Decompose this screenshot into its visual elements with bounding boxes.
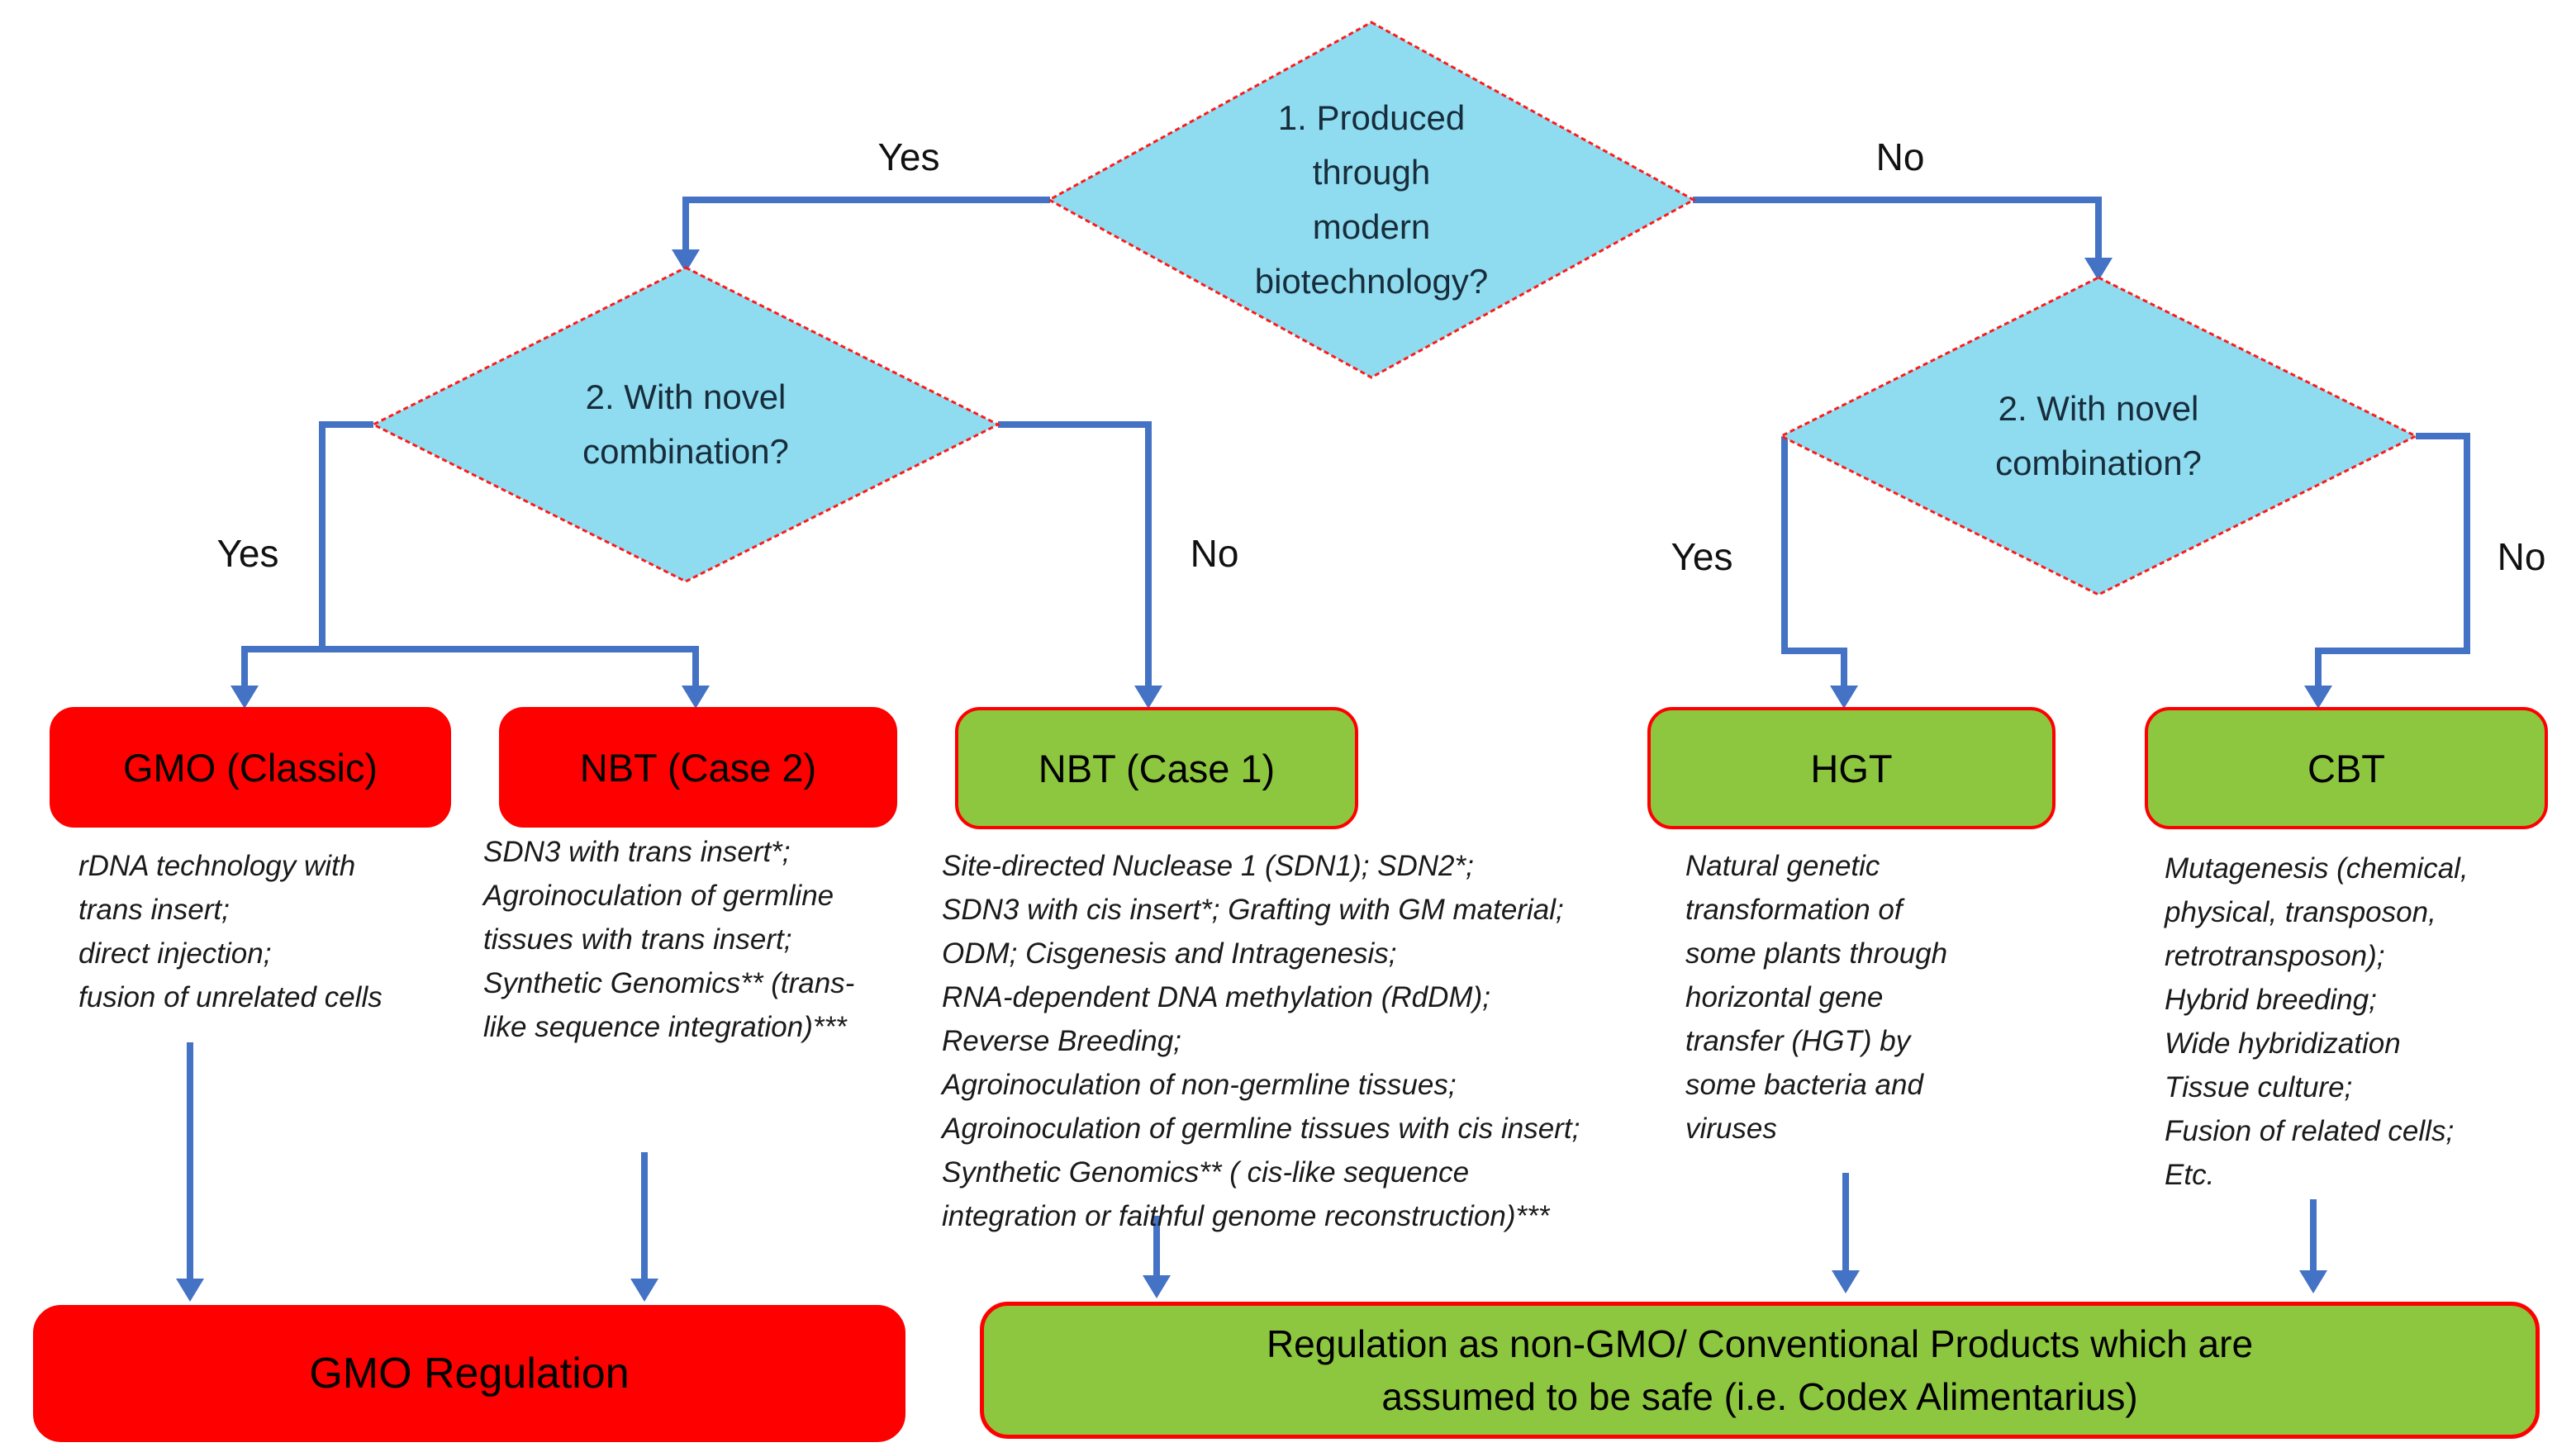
outcome-gmo-regulation: GMO Regulation <box>33 1305 905 1442</box>
outcome-non-gmo: Regulation as non-GMO/ Conventional Prod… <box>980 1302 2540 1439</box>
desc-cbt: Mutagenesis (chemical, physical, transpo… <box>2165 852 2469 1191</box>
branch-no-right <box>2304 433 2470 709</box>
node-nbt-case1-title: NBT (Case 1) <box>1038 746 1276 790</box>
arrow-nbt-case2-arrowhead <box>630 1279 658 1302</box>
arrow-cbt-to-nongmo <box>2299 1199 2327 1293</box>
node-hgt: HGT <box>1647 707 2056 829</box>
label-yes-top: Yes <box>877 135 940 178</box>
branch-yes-left-arrowhead2 <box>682 686 710 709</box>
arrow-nbt-case1-arrowhead <box>1143 1275 1171 1298</box>
arrow-gmo-classic-to-regulation <box>176 1042 204 1302</box>
branch-no-top-line <box>1693 197 2102 258</box>
node-cbt-title: CBT <box>2307 746 2385 790</box>
arrow-hgt-arrowhead <box>1832 1270 1860 1293</box>
label-no-left: No <box>1190 532 1239 575</box>
branch-no-right-arrowhead <box>2304 686 2332 709</box>
branch-yes-right <box>1781 436 1858 709</box>
arrow-cbt-arrowhead <box>2299 1270 2327 1293</box>
branch-yes-top <box>672 197 1050 273</box>
branch-no-right-line <box>2315 433 2470 686</box>
branch-no-top-arrowhead <box>2084 258 2113 281</box>
branch-no-top <box>1693 197 2113 281</box>
branch-no-left-arrowhead <box>1134 686 1162 709</box>
node-nbt-case2-title: NBT (Case 2) <box>579 745 817 790</box>
diamond-2-right-label: 2. With novel combination? <box>1995 389 2202 482</box>
arrow-gmo-classic-arrowhead <box>176 1279 204 1302</box>
branch-yes-right-arrowhead <box>1830 686 1858 709</box>
branch-yes-top-arrowhead <box>672 249 700 273</box>
label-yes-right: Yes <box>1671 535 1733 578</box>
arrow-nbt-case1-to-nongmo <box>1143 1216 1171 1298</box>
branch-yes-left-feed <box>319 421 373 649</box>
decision-diamond-produced-biotech <box>1046 21 1697 379</box>
diamond-2-left-label: 2. With novel combination? <box>582 377 789 471</box>
decision-diamond-novel-left <box>370 266 1001 583</box>
desc-nbt-case2: SDN3 with trans insert*; Agroinoculation… <box>483 836 855 1043</box>
desc-nbt-case1: Site-directed Nuclease 1 (SDN1); SDN2*; … <box>942 850 1580 1232</box>
branch-yes-right-line <box>1781 436 1847 686</box>
branch-yes-left-arrowhead1 <box>231 686 259 709</box>
arrow-hgt-to-nongmo <box>1832 1173 1860 1293</box>
label-no-top: No <box>1875 135 1925 178</box>
node-gmo-classic-title: GMO (Classic) <box>122 745 378 790</box>
arrow-nbt-case2-to-regulation <box>630 1152 658 1302</box>
node-hgt-title: HGT <box>1810 746 1893 790</box>
node-nbt-case1: NBT (Case 1) <box>955 707 1358 829</box>
label-no-right: No <box>2497 535 2546 578</box>
branch-no-left-line <box>998 421 1152 686</box>
diamond-1-label: 1. Produced through modern biotechnology… <box>1254 98 1489 301</box>
node-gmo-classic: GMO (Classic) <box>50 707 451 828</box>
label-yes-left: Yes <box>216 532 279 575</box>
branch-yes-top-line <box>682 197 1050 249</box>
desc-hgt: Natural genetic transformation of some p… <box>1685 850 1948 1145</box>
node-cbt: CBT <box>2145 707 2548 829</box>
node-nbt-case2: NBT (Case 2) <box>499 707 897 828</box>
decision-diamond-novel-right <box>1778 276 2419 596</box>
desc-gmo-classic: rDNA technology with trans insert; direc… <box>78 850 383 1013</box>
branch-no-left <box>998 421 1162 709</box>
branch-yes-left <box>231 421 710 709</box>
